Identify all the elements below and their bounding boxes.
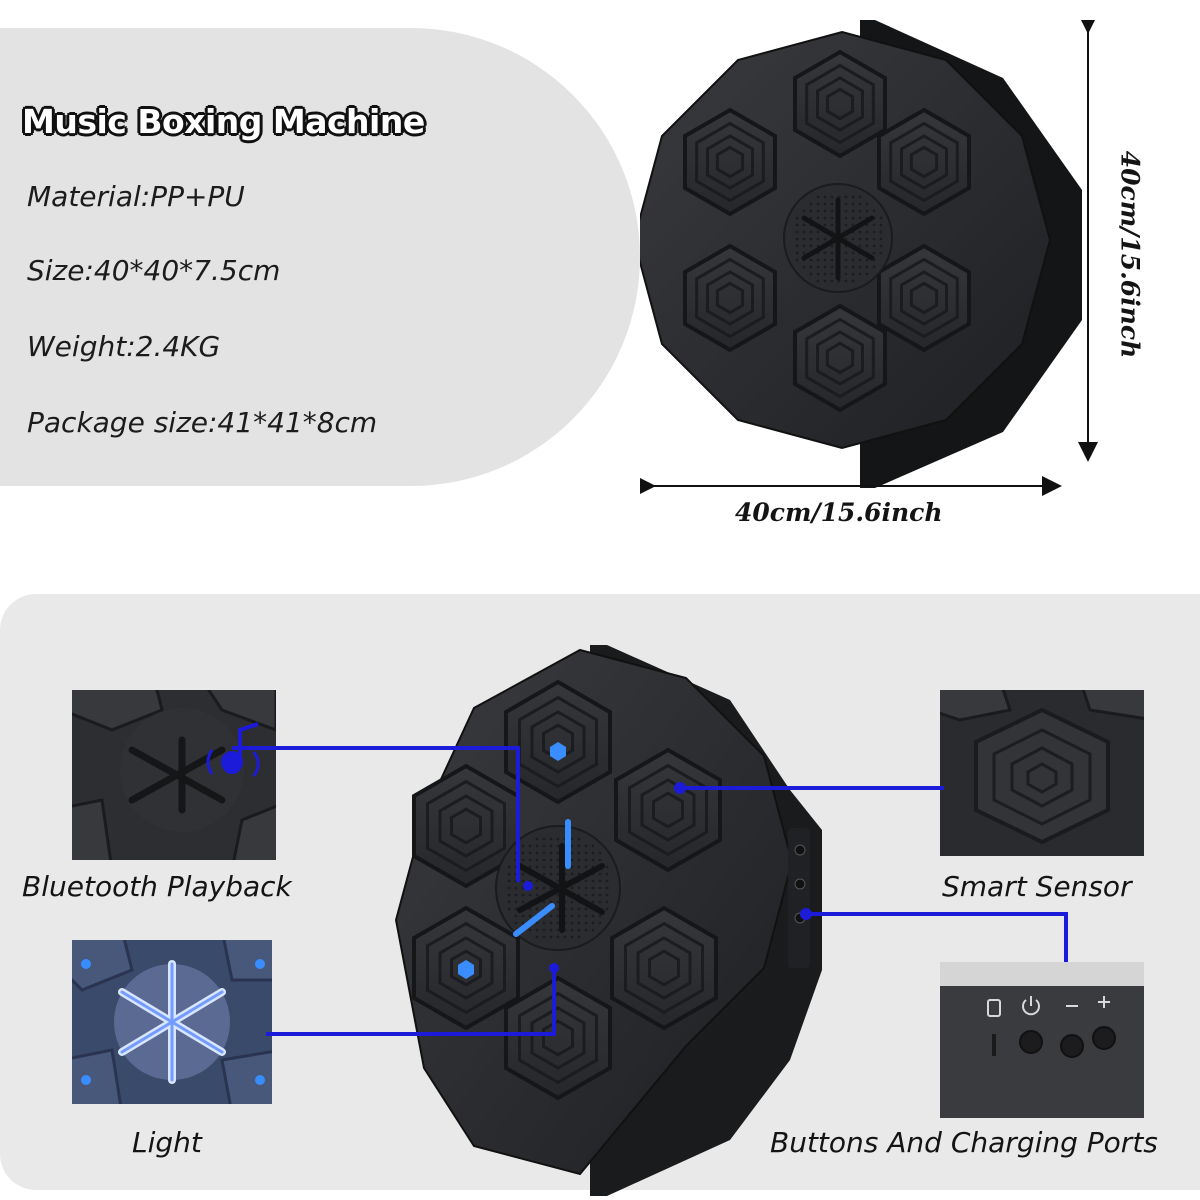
strike-pad <box>683 243 777 353</box>
smart-sensor-inset <box>940 690 1144 856</box>
star-light-slots <box>517 843 605 933</box>
height-dimension-label: 40cm/15.6inch <box>1115 150 1145 359</box>
strike-pad <box>793 49 887 159</box>
ports-inset <box>940 962 1144 1118</box>
caption-light: Light <box>132 1126 202 1159</box>
battery-icon <box>987 999 1001 1017</box>
width-dimension-label: 40cm/15.6inch <box>735 498 943 527</box>
machine-feature-view <box>394 645 822 1196</box>
bluetooth-inset <box>72 690 276 860</box>
strike-pad <box>877 107 971 217</box>
plus-icon <box>1098 996 1110 1008</box>
spec-panel <box>0 28 640 486</box>
strike-pad <box>610 905 718 1031</box>
power-icon <box>1022 996 1040 1016</box>
spec-package-size: Package size:41*41*8cm <box>27 406 378 439</box>
machine-front-view <box>640 20 1098 496</box>
spec-material: Material:PP+PU <box>27 180 245 213</box>
light-inset <box>72 940 272 1104</box>
caption-buttons-ports: Buttons And Charging Ports <box>770 1126 1158 1159</box>
side-button-panel <box>788 828 810 968</box>
strike-pad <box>683 107 777 217</box>
spec-size: Size:40*40*7.5cm <box>27 254 281 287</box>
caption-bluetooth: Bluetooth Playback <box>22 870 292 903</box>
strike-pad <box>793 303 887 413</box>
spec-weight: Weight:2.4KG <box>27 330 221 363</box>
star-light-slots <box>801 197 875 281</box>
caption-smart-sensor: Smart Sensor <box>942 870 1132 903</box>
product-title: Music Boxing Machine <box>22 102 425 141</box>
